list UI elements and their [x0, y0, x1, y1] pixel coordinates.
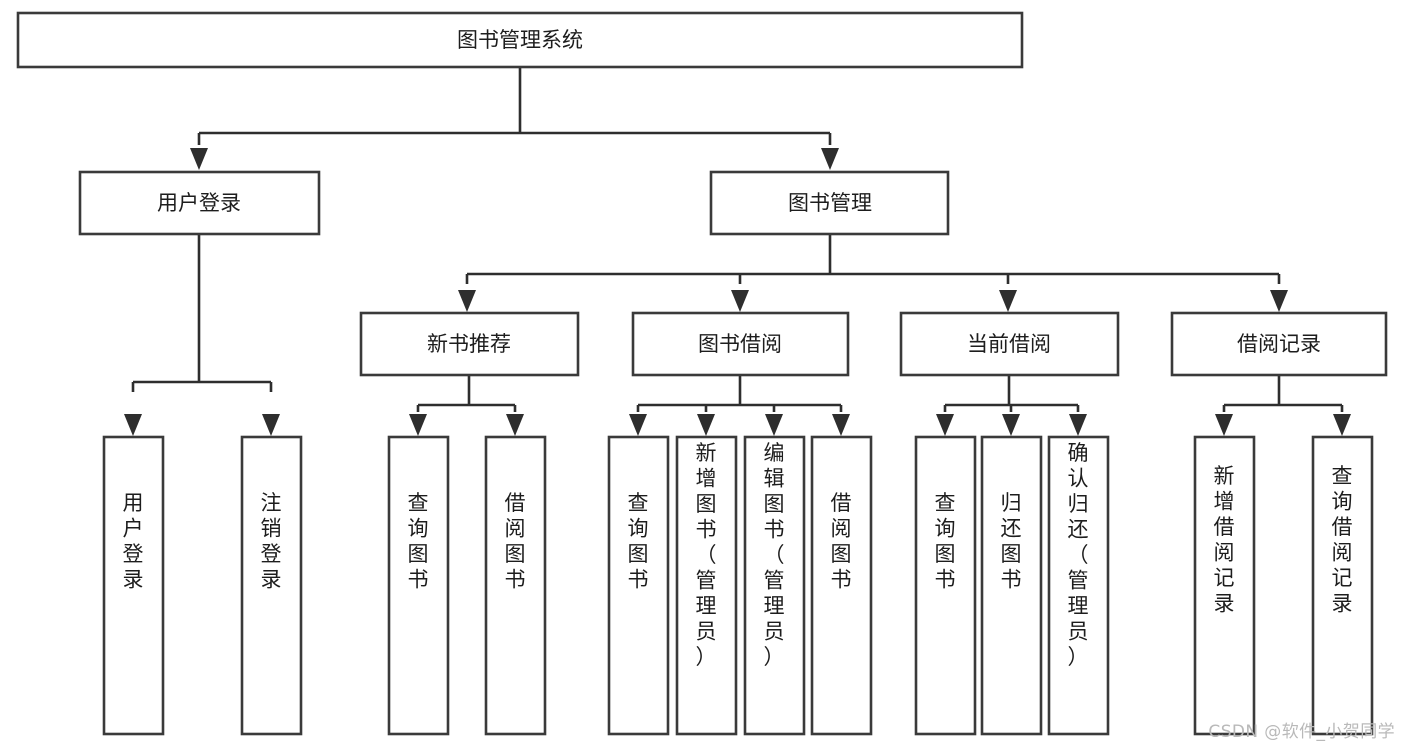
leaf-borrow-book-1-label: 借阅图书 — [505, 491, 526, 592]
connector-user-login-branch — [124, 235, 280, 436]
connector-new-book-branch — [409, 375, 524, 436]
leaf-query-borrow-record-label: 查询借阅记录 — [1332, 464, 1353, 616]
node-new-book-recommend-label: 新书推荐 — [427, 332, 511, 356]
node-user-login-label: 用户登录 — [157, 191, 241, 215]
node-new-book-recommend[interactable]: 新书推荐 — [359, 311, 580, 377]
leaf-borrow-book-2[interactable]: 借阅图书 — [810, 435, 873, 736]
node-borrow-record-label: 借阅记录 — [1237, 332, 1321, 356]
leaf-add-borrow-record-label: 新增借阅记录 — [1214, 464, 1235, 616]
node-root-label: 图书管理系统 — [457, 28, 583, 52]
arrow-root-to-user-login — [190, 148, 208, 170]
leaf-query-book-1-label: 查询图书 — [408, 491, 429, 592]
leaf-query-book-2[interactable]: 查询图书 — [607, 435, 670, 736]
node-user-login[interactable]: 用户登录 — [78, 170, 321, 236]
node-book-management-label: 图书管理 — [788, 191, 872, 215]
leaf-query-book-3-label: 查询图书 — [935, 491, 956, 592]
leaf-edit-book[interactable]: 编辑图书（管理员） — [743, 435, 806, 736]
leaf-borrow-book-1[interactable]: 借阅图书 — [484, 435, 547, 736]
node-book-borrow[interactable]: 图书借阅 — [631, 311, 850, 377]
leaf-confirm-return[interactable]: 确认归还（管理员） — [1047, 435, 1110, 736]
node-current-borrow[interactable]: 当前借阅 — [899, 311, 1120, 377]
connector-book-borrow-branch — [629, 375, 850, 436]
leaf-query-book-2-label: 查询图书 — [628, 491, 649, 592]
leaf-add-book[interactable]: 新增图书（管理员） — [675, 435, 738, 736]
leaf-user-login-label: 用户登录 — [123, 491, 144, 592]
csdn-watermark: CSDN @软件_小贺同学 — [1208, 722, 1395, 742]
connector-current-borrow-branch — [936, 375, 1087, 436]
leaf-borrow-book-2-label: 借阅图书 — [831, 491, 852, 592]
leaf-return-book[interactable]: 归还图书 — [980, 435, 1043, 736]
node-current-borrow-label: 当前借阅 — [967, 332, 1051, 356]
leaf-return-book-label: 归还图书 — [1001, 491, 1022, 592]
leaf-edit-book-label: 编辑图书（管理员） — [764, 441, 785, 669]
node-borrow-record[interactable]: 借阅记录 — [1170, 311, 1388, 377]
connector-borrow-record-branch — [1215, 375, 1351, 436]
arrow-root-to-book-management — [821, 148, 839, 170]
connector-root-stem — [197, 67, 832, 145]
leaf-logout-login-label: 注销登录 — [261, 491, 282, 592]
leaf-logout-login[interactable]: 注销登录 — [240, 435, 303, 736]
leaf-user-login[interactable]: 用户登录 — [102, 435, 165, 736]
node-root-system[interactable]: 图书管理系统 — [16, 11, 1024, 69]
leaf-add-book-label: 新增图书（管理员） — [696, 441, 717, 669]
leaf-add-borrow-record[interactable]: 新增借阅记录 — [1193, 435, 1256, 736]
leaf-query-book-3[interactable]: 查询图书 — [914, 435, 977, 736]
leaf-confirm-return-label: 确认归还（管理员） — [1068, 441, 1089, 669]
node-book-borrow-label: 图书借阅 — [698, 332, 782, 356]
connector-book-management-branch — [458, 235, 1288, 312]
leaf-query-book-1[interactable]: 查询图书 — [387, 435, 450, 736]
leaf-query-borrow-record[interactable]: 查询借阅记录 — [1311, 435, 1374, 736]
node-book-management[interactable]: 图书管理 — [709, 170, 950, 236]
